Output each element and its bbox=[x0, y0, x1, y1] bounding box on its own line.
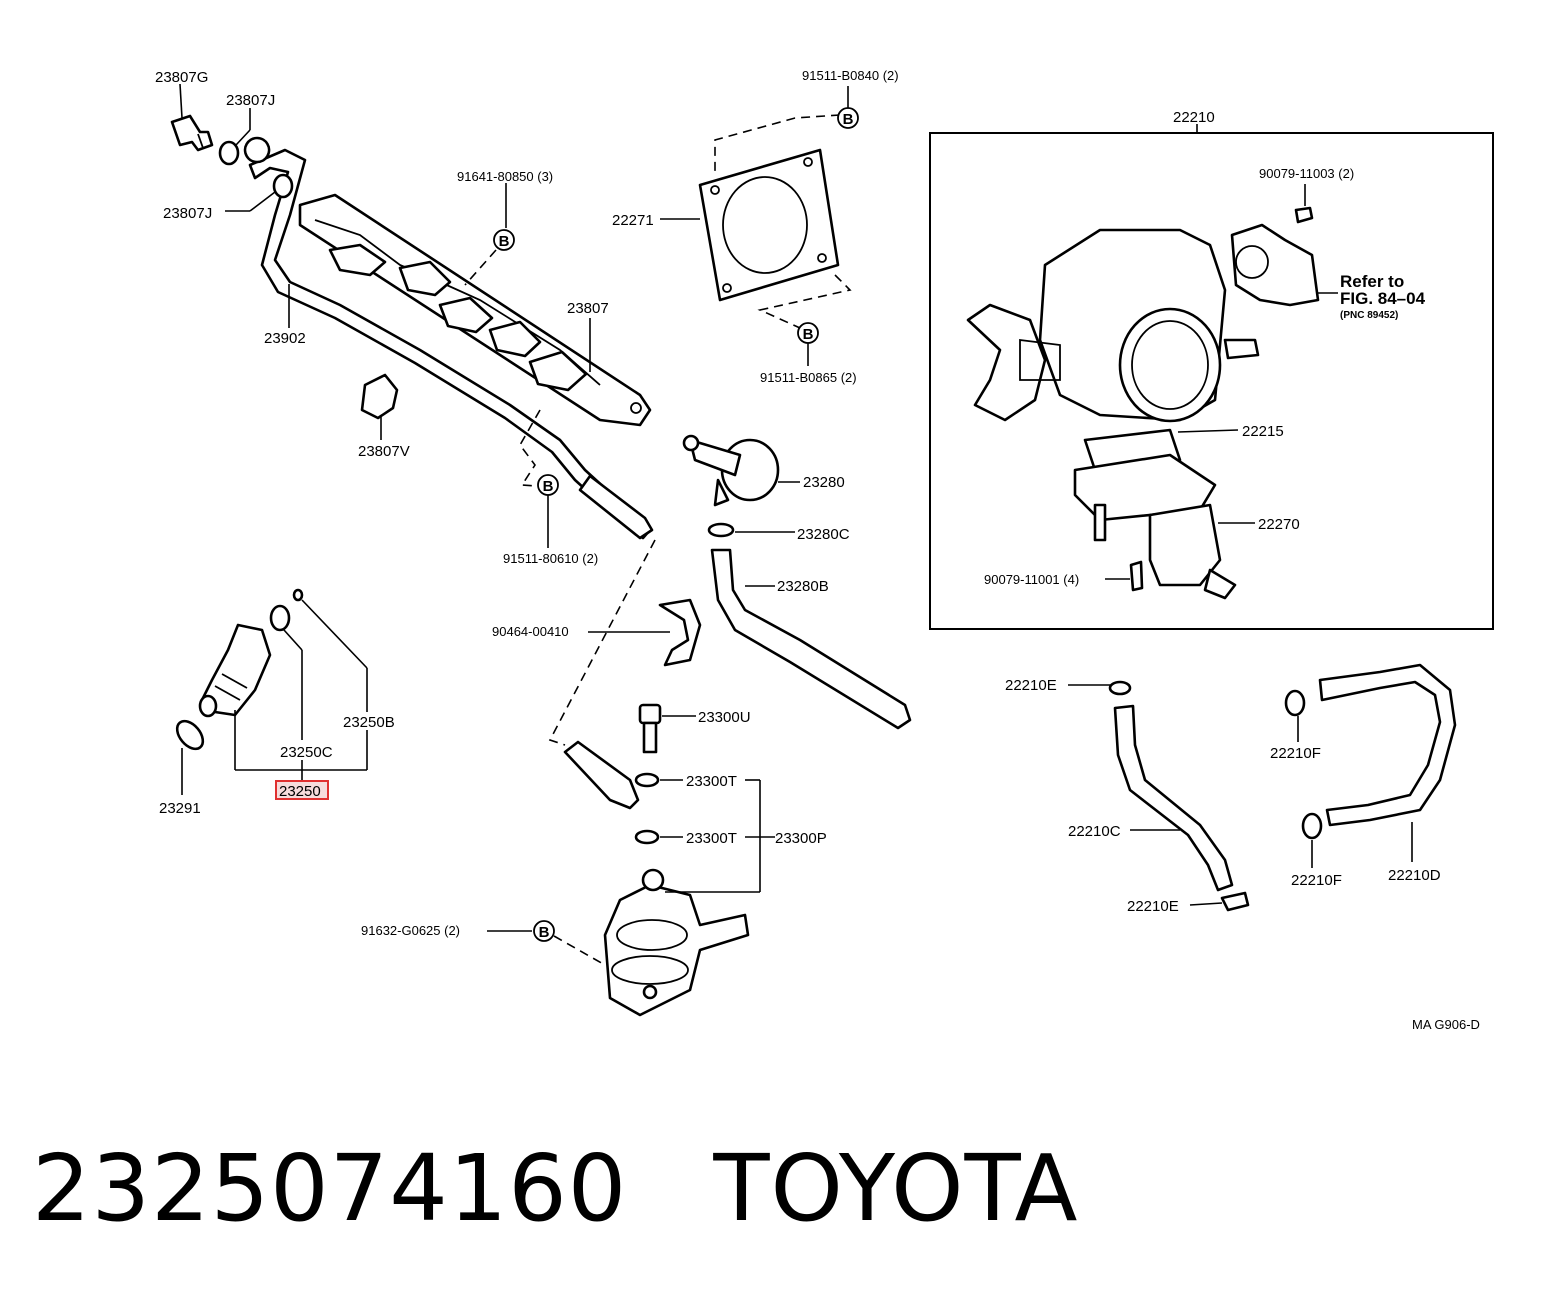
callout-23250[interactable]: 23250 bbox=[279, 783, 321, 800]
bolt-marker-5: B bbox=[533, 920, 555, 942]
injector-seal-23291[interactable] bbox=[172, 716, 208, 753]
part-number: 2325074160 bbox=[32, 1135, 628, 1242]
hose-clip-22210e-upper[interactable] bbox=[1108, 680, 1132, 696]
callout-23807v[interactable]: 23807V bbox=[358, 443, 410, 460]
callout-91632[interactable]: 91632-G0625 (2) bbox=[361, 923, 460, 938]
refer-note-line1: Refer to bbox=[1340, 272, 1404, 291]
throttle-body-box bbox=[929, 132, 1494, 630]
callout-91511-80610[interactable]: 91511-80610 (2) bbox=[503, 551, 598, 566]
diagram-code: MA G906-D bbox=[1412, 1017, 1480, 1032]
svg-text:B: B bbox=[499, 233, 510, 250]
callout-22210c[interactable]: 22210C bbox=[1068, 823, 1121, 840]
svg-text:B: B bbox=[803, 326, 814, 343]
callout-90079-11003[interactable]: 90079-11003 (2) bbox=[1259, 166, 1354, 181]
callout-23280b[interactable]: 23280B bbox=[777, 578, 829, 595]
callout-23807j-upper[interactable]: 23807J bbox=[226, 92, 275, 109]
gasket-23807j-upper[interactable] bbox=[218, 140, 240, 166]
injector-o-ring[interactable] bbox=[292, 588, 304, 602]
callout-90464[interactable]: 90464-00410 bbox=[492, 624, 569, 639]
gasket-23300t-lower[interactable] bbox=[634, 829, 660, 845]
callout-23250b[interactable]: 23250B bbox=[343, 714, 395, 731]
gasket-23807j-lower[interactable] bbox=[272, 173, 294, 199]
callout-23291[interactable]: 23291 bbox=[159, 800, 201, 817]
screw-90079-11001[interactable] bbox=[1129, 560, 1144, 592]
leader-lines bbox=[179, 83, 1413, 966]
fuel-hose-23280b[interactable] bbox=[710, 548, 912, 730]
gasket-23300t-upper[interactable] bbox=[634, 772, 660, 788]
hose-clip-23280c[interactable] bbox=[707, 522, 735, 538]
callout-23300t-lower[interactable]: 23300T bbox=[686, 830, 737, 847]
union-bolt[interactable] bbox=[638, 703, 662, 754]
brand-name: TOYOTA bbox=[713, 1135, 1079, 1242]
bolt-marker-2: B bbox=[837, 107, 859, 129]
callout-23250c[interactable]: 23250C bbox=[280, 744, 333, 761]
footer-title: 2325074160 TOYOTA bbox=[32, 1135, 1079, 1242]
refer-note-line2[interactable]: FIG. 84–04 bbox=[1340, 289, 1426, 308]
callout-22210[interactable]: 22210 bbox=[1173, 109, 1215, 126]
callout-23280[interactable]: 23280 bbox=[803, 474, 845, 491]
svg-text:B: B bbox=[539, 924, 550, 941]
throttle-body-gasket[interactable] bbox=[698, 148, 840, 302]
callout-22271[interactable]: 22271 bbox=[612, 212, 654, 229]
callout-22210e-upper[interactable]: 22210E bbox=[1005, 677, 1057, 694]
callout-23807[interactable]: 23807 bbox=[567, 300, 609, 317]
injector-insulator[interactable] bbox=[269, 604, 291, 632]
insulator[interactable] bbox=[360, 373, 399, 420]
callout-90079-11001[interactable]: 90079-11001 (4) bbox=[984, 572, 1079, 587]
callout-91641[interactable]: 91641-80850 (3) bbox=[457, 169, 553, 184]
callout-23300p[interactable]: 23300P bbox=[775, 830, 827, 847]
callout-22215[interactable]: 22215 bbox=[1242, 423, 1284, 440]
callout-23807j-lower[interactable]: 23807J bbox=[163, 205, 212, 222]
callout-23807g[interactable]: 23807G bbox=[155, 69, 208, 86]
callout-22210d[interactable]: 22210D bbox=[1388, 867, 1441, 884]
fuel-pipe-end[interactable] bbox=[563, 740, 640, 810]
hose-clip-22210e-lower[interactable] bbox=[1220, 891, 1250, 912]
callout-22210f-upper[interactable]: 22210F bbox=[1270, 745, 1321, 762]
banjo-bolt[interactable] bbox=[170, 114, 214, 152]
hose-clip-22210f-lower[interactable] bbox=[1301, 812, 1323, 840]
callout-23280c[interactable]: 23280C bbox=[797, 526, 850, 543]
fuel-injector[interactable] bbox=[198, 623, 272, 718]
callout-22270[interactable]: 22270 bbox=[1258, 516, 1300, 533]
hose-clamp[interactable] bbox=[658, 598, 702, 667]
water-hose-22210d[interactable] bbox=[1318, 663, 1457, 827]
water-hose-22210c[interactable] bbox=[1113, 704, 1234, 892]
highlight-box bbox=[275, 780, 329, 800]
bolt-marker-4: B bbox=[537, 474, 559, 496]
callout-22210e-lower[interactable]: 22210E bbox=[1127, 898, 1179, 915]
fuel-pipe[interactable] bbox=[243, 136, 654, 540]
throttle-body[interactable] bbox=[966, 228, 1260, 423]
fuel-delivery-pipe[interactable] bbox=[298, 193, 652, 427]
hose-clip-22210f-upper[interactable] bbox=[1284, 689, 1306, 717]
bolt-marker-1: B bbox=[493, 229, 515, 251]
svg-text:B: B bbox=[843, 111, 854, 128]
throttle-position-sensor[interactable] bbox=[1230, 223, 1320, 307]
refer-note-line3: (PNC 89452) bbox=[1340, 310, 1398, 321]
callout-91511-b0840[interactable]: 91511-B0840 (2) bbox=[802, 68, 899, 83]
callout-22210f-lower[interactable]: 22210F bbox=[1291, 872, 1342, 889]
svg-text:B: B bbox=[543, 478, 554, 495]
callout-23902[interactable]: 23902 bbox=[264, 330, 306, 347]
callout-91511-b0865[interactable]: 91511-B0865 (2) bbox=[760, 370, 857, 385]
callout-23300t-upper[interactable]: 23300T bbox=[686, 773, 737, 790]
pressure-regulator[interactable] bbox=[682, 434, 780, 507]
callout-23300u[interactable]: 23300U bbox=[698, 709, 751, 726]
pulsation-damper[interactable] bbox=[603, 868, 750, 1017]
idle-air-control-valve[interactable] bbox=[1073, 453, 1237, 600]
bolt-marker-3: B bbox=[797, 322, 819, 344]
screw-90079-11003[interactable] bbox=[1294, 206, 1314, 224]
callout-labels: 23807G 23807J 23807J 91641-80850 (3) 222… bbox=[155, 68, 1480, 1032]
